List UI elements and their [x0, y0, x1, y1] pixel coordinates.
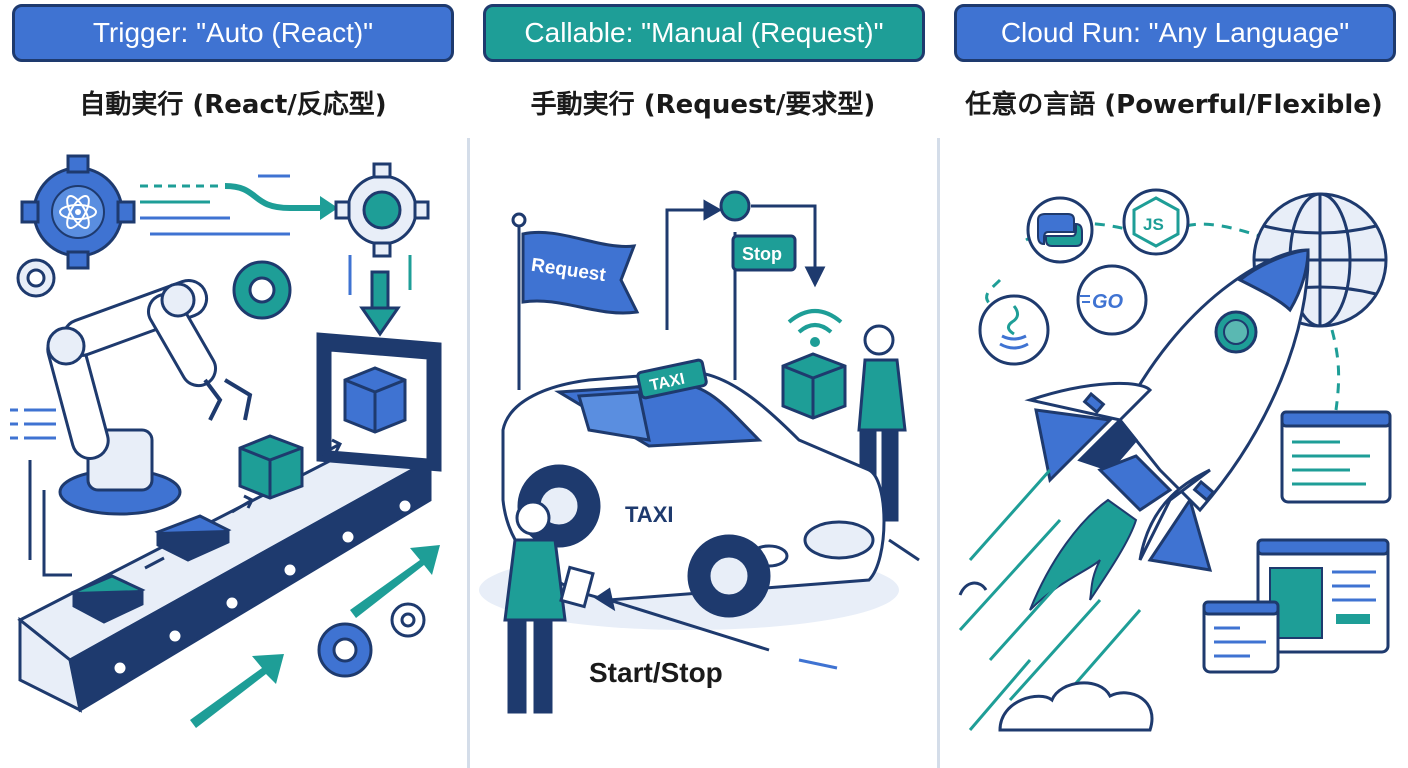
- cloud-icon: [958, 581, 1154, 732]
- taxi-sign-label: TAXI: [648, 371, 686, 395]
- package-box: [70, 574, 146, 624]
- start-stop-label: Start/Stop: [589, 657, 723, 688]
- callable-subtitle: 手動実行 (Request/要求型): [530, 89, 876, 120]
- python-icon: [1026, 196, 1094, 264]
- package-box: [154, 514, 232, 562]
- request-flag: Request: [511, 212, 640, 390]
- panel-divider: [467, 138, 470, 768]
- js-label: JS: [1143, 215, 1164, 234]
- trigger-subtitle: 自動実行 (React/反応型): [79, 89, 387, 120]
- panel-divider: [937, 138, 940, 768]
- code-window: [1256, 538, 1390, 654]
- panel-callable: Callable: "Manual (Request)" 手動実行 (Reque…: [469, 0, 937, 768]
- trigger-banner: Trigger: "Auto (React)": [12, 4, 454, 62]
- person-with-tablet: [503, 500, 595, 714]
- robot-arm: [46, 279, 253, 516]
- trigger-illustration: [10, 154, 442, 728]
- java-icon: [978, 294, 1050, 366]
- panel-trigger: Trigger: "Auto (React)" 自動実行 (React/反応型): [0, 0, 466, 768]
- gear-icon: [317, 622, 373, 678]
- callable-banner: Callable: "Manual (Request)": [483, 4, 925, 62]
- panel-cloud-run: Cloud Run: "Any Language" 任意の言語 (Powerfu…: [940, 0, 1408, 768]
- taxi-door-label: TAXI: [625, 502, 673, 527]
- rocket-icon: [1024, 248, 1310, 572]
- code-window: [1280, 410, 1392, 504]
- nodejs-icon: JS: [1122, 188, 1190, 256]
- node-dot: [719, 190, 751, 222]
- rocket-flame: [1029, 498, 1138, 611]
- gear-icon: [20, 154, 136, 270]
- gear-icon: [232, 260, 292, 320]
- go-label: GO: [1092, 291, 1124, 313]
- code-window: [1202, 600, 1280, 674]
- stop-sign: Stop: [731, 232, 797, 380]
- cloud-run-subtitle: 任意の言語 (Powerful/Flexible): [965, 89, 1383, 120]
- person-with-box: [781, 324, 907, 522]
- gear-icon: [334, 162, 430, 258]
- go-icon: GO: [1076, 264, 1148, 336]
- package-box: [238, 434, 304, 500]
- signal-icon: [787, 309, 843, 347]
- stop-label: Stop: [742, 244, 782, 264]
- motion-lines: [140, 174, 338, 236]
- callable-illustration: Request Stop: [479, 190, 920, 714]
- package-box: [343, 366, 407, 434]
- gear-icon: [16, 258, 56, 298]
- cloud-run-illustration: JS GO: [958, 188, 1392, 732]
- cloud-run-banner: Cloud Run: "Any Language": [954, 4, 1396, 62]
- gear-icon: [390, 602, 426, 638]
